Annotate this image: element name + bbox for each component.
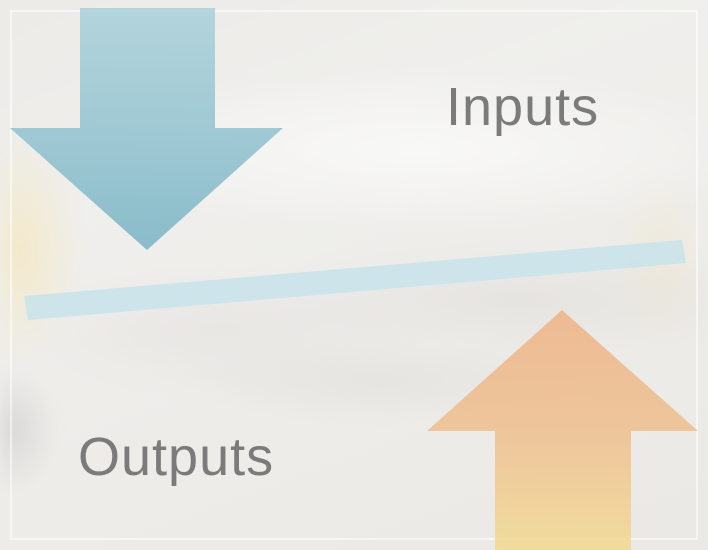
slide-frame bbox=[10, 10, 698, 540]
arrow-down-icon bbox=[10, 8, 283, 250]
outputs-label: Outputs bbox=[78, 427, 275, 487]
inputs-label: Inputs bbox=[446, 77, 600, 137]
divider-bar bbox=[24, 240, 686, 320]
arrow-up-icon bbox=[427, 310, 698, 550]
